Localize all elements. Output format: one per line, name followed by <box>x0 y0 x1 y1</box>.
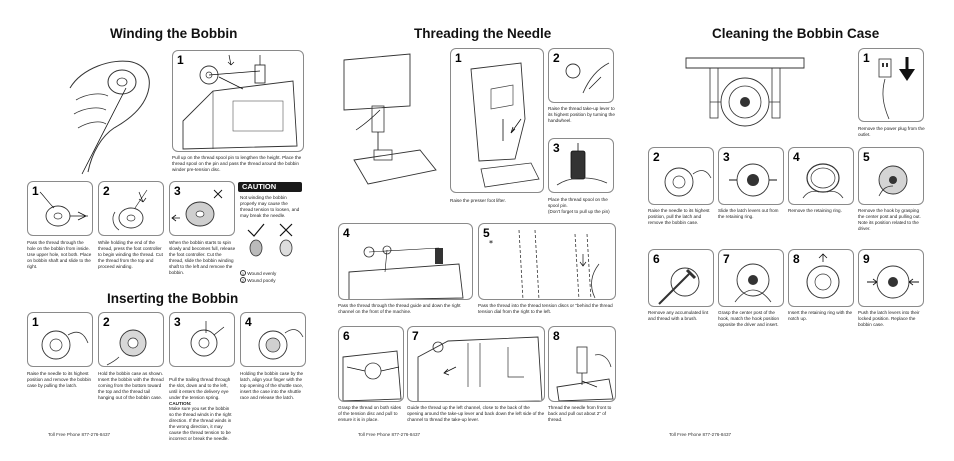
winding-step-a-caption: Pass the thread through the hole on the … <box>27 240 93 270</box>
threading-step-6-panel: 6 <box>338 326 404 402</box>
cleaning-machine-illustration <box>680 54 810 136</box>
threading-step-8-caption: Thread the needle from front to back and… <box>548 405 616 423</box>
threading-step-4-caption: Pass the thread through the thread guide… <box>338 303 473 315</box>
inserting-step-3-caption: Pull the trailing thread through the slo… <box>169 371 235 442</box>
threading-step-2-panel: 2 <box>548 48 614 103</box>
cleaning-step-1-caption: Remove the power plug from the outlet. <box>858 126 926 138</box>
threading-step-4-panel: 4 <box>338 223 473 300</box>
inserting-step-2-caption: Hold the bobbin case as shown. Insert th… <box>98 371 166 401</box>
footer-phone-2: Toll Free Phone 877-276-8437 <box>358 432 420 437</box>
threading-step-7-panel: 7 <box>407 326 545 402</box>
title-inserting-the-bobbin: Inserting the Bobbin <box>107 291 238 306</box>
winding-step-1-panel: 1 <box>172 50 304 152</box>
caution-text: Not winding the bobbin properly may caus… <box>240 195 302 219</box>
winding-step-c-panel: 3 <box>169 181 235 236</box>
cleaning-step-8-caption: Insert the retaining ring with the notch… <box>788 310 856 322</box>
cleaning-step-6-caption: Remove any accumulated lint and thread w… <box>648 310 716 322</box>
legend-wound-poorly: 2 Wound poorly <box>240 277 276 284</box>
cleaning-step-1-panel: 1 <box>858 48 924 122</box>
threading-step-3-panel: 3 <box>548 138 614 193</box>
winding-step-b-panel: 2 <box>98 181 164 236</box>
winding-step-a-panel: 1 <box>27 181 93 236</box>
threading-step-5-panel: 5 * <box>478 223 616 300</box>
cleaning-step-2-caption: Raise the needle to its highest position… <box>648 208 716 226</box>
cleaning-step-3-caption: Slide the latch levers out from the reta… <box>718 208 786 220</box>
cleaning-step-4-caption: Remove the retaining ring. <box>788 208 856 214</box>
inserting-step-4-caption: Holding the bobbin case by the latch, al… <box>240 371 308 401</box>
threading-step-2-caption: Raise the thread take-up lever to its hi… <box>548 106 616 124</box>
title-winding-the-bobbin: Winding the Bobbin <box>110 26 237 41</box>
legend-label: Wound poorly <box>247 278 275 283</box>
footer-phone-3: Toll Free Phone 877-276-8437 <box>669 432 731 437</box>
cleaning-step-2-panel: 2 <box>648 147 714 205</box>
cleaning-step-6-panel: 6 <box>648 249 714 307</box>
threading-needle-illustration <box>340 50 445 188</box>
inserting-step-4-panel: 4 <box>240 312 306 367</box>
inserting-step-3-caution-label: CAUTION: <box>169 401 191 406</box>
cleaning-step-4-panel: 4 <box>788 147 854 205</box>
threading-step-3-caption: Place the thread spool on the spool pin.… <box>548 197 618 215</box>
cleaning-step-7-panel: 7 <box>718 249 784 307</box>
inserting-step-3-text-b: Make sure you set the bobbin so the thre… <box>169 406 232 441</box>
winding-step-1-caption: Pull up on the thread spool pin to lengt… <box>172 155 308 173</box>
legend-marker: 1 <box>240 270 246 276</box>
threading-step-7-caption: Guide the thread up the left channel, cl… <box>407 405 547 423</box>
svg-text:*: * <box>489 239 493 248</box>
legend-wound-evenly: 1 Wound evenly <box>240 270 276 277</box>
caution-heading: CAUTION <box>238 182 302 192</box>
inserting-step-1-panel: 1 <box>27 312 93 367</box>
inserting-step-2-panel: 2 <box>98 312 164 367</box>
cleaning-step-5-caption: Remove the hook by grasping the center p… <box>858 208 926 232</box>
cleaning-step-9-panel: 9 <box>858 249 924 307</box>
cleaning-step-3-panel: 3 <box>718 147 784 205</box>
threading-step-1-caption: Raise the presser foot lifter. <box>450 198 544 204</box>
footer-phone-1: Toll Free Phone 877-276-8437 <box>48 432 110 437</box>
winding-hand-illustration <box>52 48 162 178</box>
cleaning-step-5-panel: 5 <box>858 147 924 205</box>
inserting-step-1-caption: Raise the needle to its highest position… <box>27 371 93 389</box>
threading-step-6-caption: Grasp the thread on both sides of the te… <box>338 405 406 423</box>
inserting-step-3-text-a: Pull the trailing thread through the slo… <box>169 377 230 400</box>
cleaning-step-9-caption: Push the latch levers into their locked … <box>858 310 926 328</box>
inserting-step-3-panel: 3 <box>169 312 235 367</box>
winding-step-c-caption: When the bobbin starts to spin slowly an… <box>169 240 237 275</box>
cleaning-step-8-panel: 8 <box>788 249 854 307</box>
legend-label: Wound evenly <box>247 271 276 276</box>
legend-marker: 2 <box>240 277 246 283</box>
winding-step-b-caption: While holding the end of the thread, pre… <box>98 240 166 270</box>
title-threading-the-needle: Threading the Needle <box>414 26 551 41</box>
threading-step-8-panel: 8 <box>548 326 616 402</box>
bobbin-check-illustration <box>242 222 302 260</box>
threading-step-5-caption: Pass the thread into the thread tension … <box>478 303 618 315</box>
threading-step-1-panel: 1 <box>450 48 544 193</box>
cleaning-step-7-caption: Grasp the center post of the hook, match… <box>718 310 786 328</box>
title-cleaning-the-bobbin-case: Cleaning the Bobbin Case <box>712 26 879 41</box>
